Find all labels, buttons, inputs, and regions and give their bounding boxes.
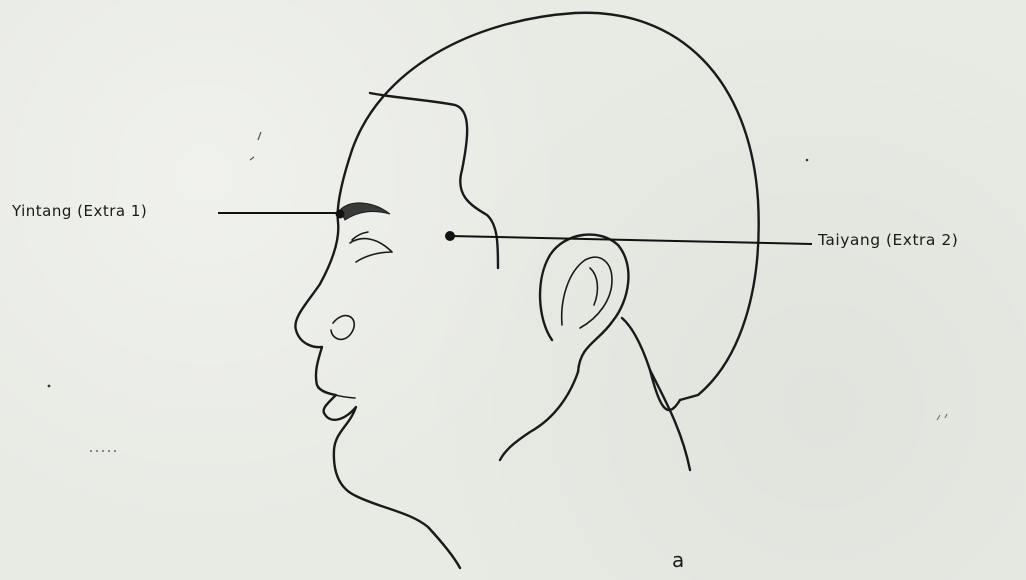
paper-speck [250,132,261,160]
yintang-label: Yintang (Extra 1) [12,202,147,220]
mouth-line [318,388,355,398]
eye [350,239,392,262]
head-outline [352,13,759,400]
ear-inner [562,257,612,328]
neck-back-line [622,318,680,410]
eyebrow [340,203,390,220]
taiyang-point [445,231,455,241]
ear-fold [590,268,597,305]
figure-label: a [672,548,685,572]
ear-outer [540,235,628,372]
paper-speck [937,414,947,420]
taiyang-label: Taiyang (Extra 2) [818,231,958,249]
jawline [500,372,578,460]
hairline [370,93,498,268]
yintang-point [336,210,345,219]
paper-speck [48,385,51,388]
nostril [331,316,354,340]
neck-front-line [650,370,690,470]
paper-speck [806,159,809,162]
